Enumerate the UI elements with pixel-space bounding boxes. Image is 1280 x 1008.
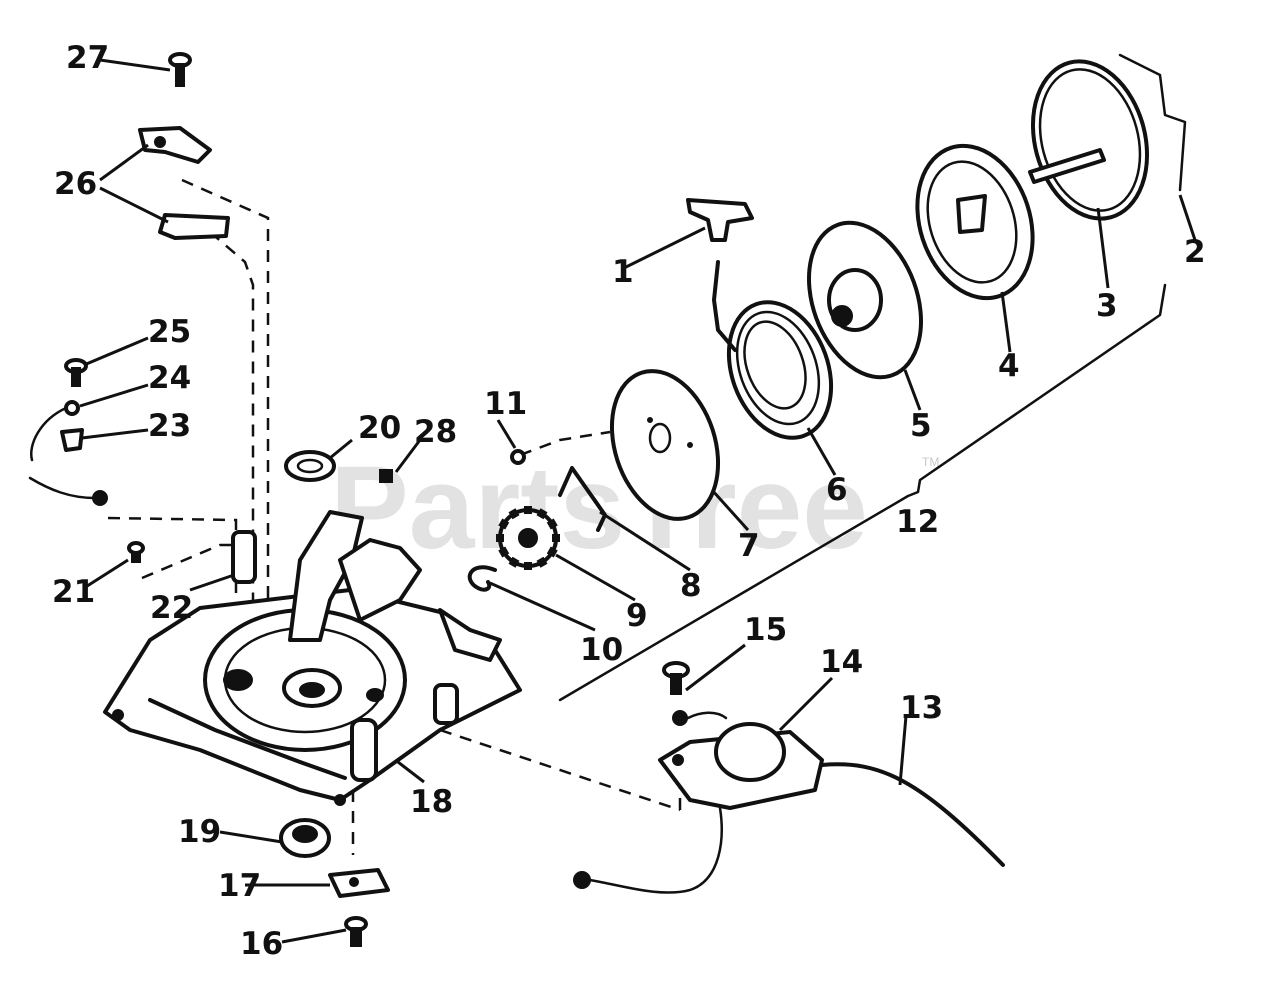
gear-tooth xyxy=(508,508,520,520)
group-brackets xyxy=(558,53,1187,702)
callout-9: 9 xyxy=(626,598,648,634)
part-13-lead-wire xyxy=(573,762,1005,894)
part-17-plate xyxy=(328,868,390,898)
callout-21: 21 xyxy=(52,574,95,610)
callout-18: 18 xyxy=(410,784,453,820)
part-27-screw xyxy=(168,52,192,87)
callout-8: 8 xyxy=(680,568,702,604)
assembly-dashed-lines xyxy=(107,178,682,855)
gear-tooth xyxy=(536,556,548,568)
callout-2: 2 xyxy=(1184,234,1206,270)
callout-26: 26 xyxy=(54,166,97,202)
callout-13: 13 xyxy=(900,690,943,726)
callout-3: 3 xyxy=(1096,288,1118,324)
gear-tooth xyxy=(536,508,548,520)
callout-1: 1 xyxy=(612,254,634,290)
watermark-trademark: TM xyxy=(922,455,939,469)
part-25-24-23-wire xyxy=(28,358,108,506)
gear-tooth xyxy=(496,534,504,542)
part-20-seal xyxy=(284,450,336,482)
gear-tooth xyxy=(546,518,558,530)
callout-22: 22 xyxy=(150,590,193,626)
callout-17: 17 xyxy=(218,868,261,904)
gear-tooth xyxy=(524,562,532,570)
part-15-screw xyxy=(662,661,690,695)
part-19-bearing xyxy=(279,818,331,858)
part-8-spring-wire xyxy=(558,466,607,532)
gear-tooth xyxy=(498,546,510,558)
part-11-screw xyxy=(510,449,526,465)
callout-6: 6 xyxy=(826,472,848,508)
callout-23: 23 xyxy=(148,408,191,444)
part-3-cover xyxy=(1028,59,1150,221)
part-14-ignition-module xyxy=(658,710,824,810)
part-28-screw xyxy=(379,469,393,483)
callout-11: 11 xyxy=(484,386,527,422)
part-1-handle xyxy=(686,198,754,352)
callout-14: 14 xyxy=(820,644,863,680)
gear-tooth xyxy=(552,534,560,542)
callout-25: 25 xyxy=(148,314,191,350)
part-5-pulley xyxy=(806,220,924,380)
callout-20: 20 xyxy=(358,410,401,446)
callout-labels: 1 2 3 4 5 6 7 8 9 10 11 12 13 14 15 16 1… xyxy=(52,40,1206,962)
callout-10: 10 xyxy=(580,632,623,668)
gear-tooth xyxy=(524,506,532,514)
part-9-gear xyxy=(496,506,560,570)
part-21-22 xyxy=(127,530,257,584)
callout-4: 4 xyxy=(998,348,1020,384)
part-16-screw xyxy=(344,916,368,947)
part-26-brackets xyxy=(138,126,230,240)
callout-24: 24 xyxy=(148,360,191,396)
callout-15: 15 xyxy=(744,612,787,648)
callout-12: 12 xyxy=(896,504,939,540)
callout-7: 7 xyxy=(738,528,760,564)
part-10-clip xyxy=(467,565,497,592)
callout-19: 19 xyxy=(178,814,221,850)
gear-tooth xyxy=(546,546,558,558)
part-4-housing xyxy=(915,143,1035,301)
callout-28: 28 xyxy=(414,414,457,450)
part-18-housing xyxy=(103,510,522,806)
gear-tooth xyxy=(498,518,510,530)
callout-5: 5 xyxy=(910,408,932,444)
part-7-disc xyxy=(609,369,721,521)
callout-27: 27 xyxy=(66,40,109,76)
callout-16: 16 xyxy=(240,926,283,962)
part-6-spring xyxy=(726,300,834,440)
leader-lines xyxy=(79,58,1197,944)
gear-tooth xyxy=(508,556,520,568)
